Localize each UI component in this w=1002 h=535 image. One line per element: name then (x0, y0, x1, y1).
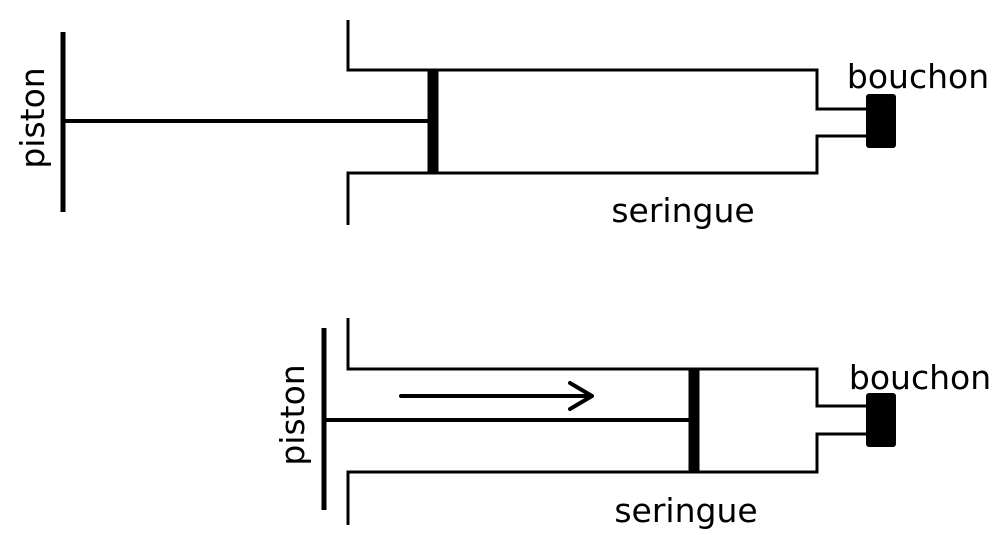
barrel-bottom-wall (346, 432, 868, 525)
stopper-label: bouchon (849, 358, 991, 397)
syringe-label: seringue (614, 491, 757, 530)
syringe-label: seringue (611, 191, 754, 230)
barrel-top-wall (346, 318, 868, 408)
piston-assembly (321, 328, 700, 510)
panel-pulled-out: piston seringue bouchon (13, 20, 989, 230)
barrel-top-wall (346, 20, 868, 111)
stopper-label: bouchon (847, 57, 989, 96)
syringe-barrel (346, 20, 868, 225)
syringe-barrel (346, 318, 868, 525)
barrel-bottom-wall (346, 134, 868, 225)
stopper-block (866, 94, 896, 148)
stopper-block (866, 393, 896, 447)
piston-label: piston (13, 67, 52, 168)
push-arrow-icon (399, 381, 594, 411)
piston-assembly (60, 32, 439, 212)
piston-label: piston (273, 364, 312, 465)
panel-pushed-in: piston seringue bouchon (273, 318, 991, 530)
